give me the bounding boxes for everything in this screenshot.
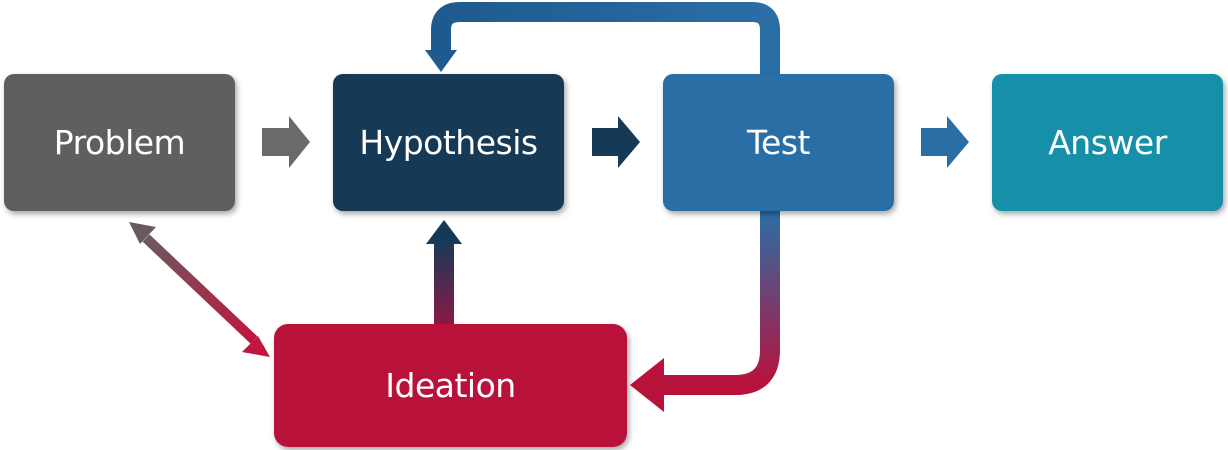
- loop-arrow-test-to-hypothesis: [431, 1, 780, 74]
- answer-box: Answer: [992, 74, 1223, 211]
- ideation-box: Ideation: [274, 324, 627, 447]
- test-label: Test: [747, 123, 811, 162]
- loop-arrowhead-ideation: [630, 358, 664, 412]
- arrow-hypothesis-to-test: [592, 116, 640, 168]
- test-box: Test: [663, 74, 894, 211]
- double-arrow-head-ideation: [242, 336, 270, 357]
- arrow-problem-to-hypothesis: [262, 116, 310, 168]
- loop-arrow-test-to-ideation: [660, 211, 780, 395]
- arrow-test-to-answer: [921, 116, 969, 168]
- loop-arrowhead-hypothesis: [425, 50, 457, 72]
- up-arrow-head: [426, 220, 462, 244]
- double-arrow-head-problem: [129, 222, 156, 244]
- up-arrow-shaft: [434, 242, 454, 324]
- double-arrow-shaft: [142, 234, 258, 344]
- answer-label: Answer: [1048, 123, 1167, 162]
- problem-box: Problem: [4, 74, 235, 211]
- hypothesis-label: Hypothesis: [359, 123, 538, 162]
- ideation-label: Ideation: [385, 366, 516, 405]
- problem-label: Problem: [53, 123, 186, 162]
- hypothesis-box: Hypothesis: [333, 74, 564, 211]
